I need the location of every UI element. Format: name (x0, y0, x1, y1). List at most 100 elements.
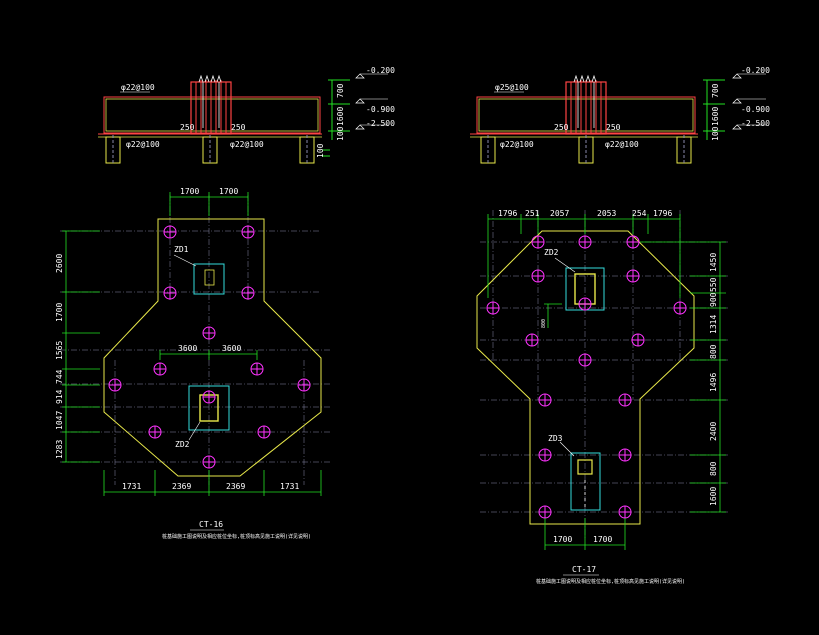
pile-circle (108, 378, 122, 392)
left-caption-title: CT-16 (199, 520, 223, 529)
right-elev-mid: -0.900 (741, 105, 770, 114)
left-cap-outline (103, 218, 322, 477)
right-elev-top: -0.200 (741, 66, 770, 75)
pile-circle (626, 269, 640, 283)
left-dim-top (169, 192, 249, 216)
right-dim-right-4: 1314 (709, 315, 718, 334)
right-dim-inner: 800 (541, 319, 547, 328)
right-section-vertical-dims: -0.200 -0.900 -2.500 700 1600 100 (703, 66, 770, 141)
right-caption-title: CT-17 (572, 565, 596, 574)
right-dim-right-3: 900 (709, 292, 718, 307)
right-dim-bottom (544, 518, 626, 550)
left-section-vertical-dims: -0.200 -0.900 -2.500 700 1600 100 100 (316, 66, 395, 158)
left-dim-top-1: 1700 (180, 187, 199, 196)
left-dim-v3: 100 (336, 126, 345, 141)
left-dim-left-5: 914 (55, 389, 64, 404)
left-column-zd2 (188, 385, 230, 431)
left-dim-left-2: 1700 (55, 303, 64, 322)
pile-circle (626, 235, 640, 249)
left-dim-inner-1: 3600 (178, 344, 197, 353)
left-dim-top-2: 1700 (219, 187, 238, 196)
right-plan-view: 800 ZD2 ZD3 1796 251 2057 2053 254 1796 (476, 209, 730, 585)
left-dim-inner-2: 3600 (222, 344, 241, 353)
pile-circle (538, 448, 552, 462)
pile-circle (486, 301, 500, 315)
right-dim-right-1: 1450 (709, 253, 718, 272)
right-dim-bottom-2: 1700 (593, 535, 612, 544)
right-dim-right-8: 800 (709, 461, 718, 476)
left-elev-mid: -0.900 (366, 105, 395, 114)
left-dim-bottom-1: 1731 (122, 482, 141, 491)
left-elev-top: -0.200 (366, 66, 395, 75)
right-dim-right-6: 1496 (709, 373, 718, 392)
left-dim-left-4: 744 (55, 369, 64, 384)
pile-circle (202, 390, 216, 404)
pile-circle (578, 353, 592, 367)
pile-circle (618, 448, 632, 462)
left-column-zd1 (193, 263, 225, 295)
left-dim-bottom-2: 2369 (172, 482, 191, 491)
left-dim-left-1: 2600 (55, 254, 64, 273)
pile-circle (257, 425, 271, 439)
pile-circle (531, 235, 545, 249)
right-label-zd2: ZD2 (544, 248, 559, 257)
right-section-view: φ25@100 250 250 φ22@100 φ22@100 -0.200 -… (470, 66, 770, 165)
pile-circle (618, 505, 632, 519)
right-cap-outline (476, 230, 695, 525)
left-plan-view: ZD1 ZD2 1700 1700 3600 3600 (55, 187, 330, 540)
pile-circle (525, 333, 539, 347)
right-dim-v2: 1600 (711, 107, 720, 126)
left-label-zd2: ZD2 (175, 440, 190, 449)
left-rebar-bottom-right-label: φ22@100 (230, 140, 264, 149)
left-dim-bottom-3: 2369 (226, 482, 245, 491)
left-dim-left-6: 1047 (55, 411, 64, 430)
left-label-zd1: ZD1 (174, 245, 189, 254)
right-width-label-1: 250 (554, 123, 569, 132)
pile-circle (148, 425, 162, 439)
pile-circle (241, 225, 255, 239)
left-dim-bottom-4: 1731 (280, 482, 299, 491)
right-dim-top-6: 1796 (653, 209, 672, 218)
right-dim-top-3: 2057 (550, 209, 569, 218)
right-dim-v3: 100 (711, 126, 720, 141)
right-dim-right (640, 241, 726, 513)
right-caption-note: 桩基础施工图说明及相应桩位坐标,桩顶标高见施工说明(详见说明) (536, 578, 685, 585)
left-elev-bot: -2.500 (366, 119, 395, 128)
right-dim-top-1: 1796 (498, 209, 517, 218)
pile-circle (578, 235, 592, 249)
right-label-zd3: ZD3 (548, 434, 563, 443)
left-width-label-1: 250 (180, 123, 195, 132)
left-caption-note: 桩基础施工图说明及相应桩位坐标,桩顶标高见施工说明(详见说明) (162, 533, 311, 540)
left-rebar-bottom-left-label: φ22@100 (126, 140, 160, 149)
pile-circle (202, 455, 216, 469)
right-dim-right-7: 2400 (709, 422, 718, 441)
right-piles (486, 235, 687, 519)
left-dim-v4: 100 (316, 143, 325, 158)
left-dim-v2: 1600 (336, 107, 345, 126)
pile-circle (538, 393, 552, 407)
left-dim-v1: 700 (336, 83, 345, 98)
pile-circle (241, 286, 255, 300)
right-elev-bot: -2.500 (741, 119, 770, 128)
right-dim-right-9: 1600 (709, 487, 718, 506)
right-width-label-2: 250 (606, 123, 621, 132)
left-piles (108, 225, 311, 469)
right-rebar-top-label: φ25@100 (495, 83, 529, 92)
right-dim-top (487, 214, 681, 298)
right-dim-bottom-1: 1700 (553, 535, 572, 544)
right-rebar-bottom-right-label: φ22@100 (605, 140, 639, 149)
right-dim-top-2: 251 (525, 209, 540, 218)
right-dim-top-5: 254 (632, 209, 647, 218)
pile-circle (538, 505, 552, 519)
pile-circle (250, 362, 264, 376)
left-dim-bottom (103, 470, 322, 496)
left-dim-inner (159, 350, 258, 360)
pile-circle (163, 225, 177, 239)
pile-circle (202, 326, 216, 340)
left-dim-left-3: 1565 (55, 341, 64, 360)
left-dim-left-7: 1283 (55, 440, 64, 459)
pile-circle (153, 362, 167, 376)
pile-circle (297, 378, 311, 392)
right-dim-right-2: 550 (709, 277, 718, 292)
